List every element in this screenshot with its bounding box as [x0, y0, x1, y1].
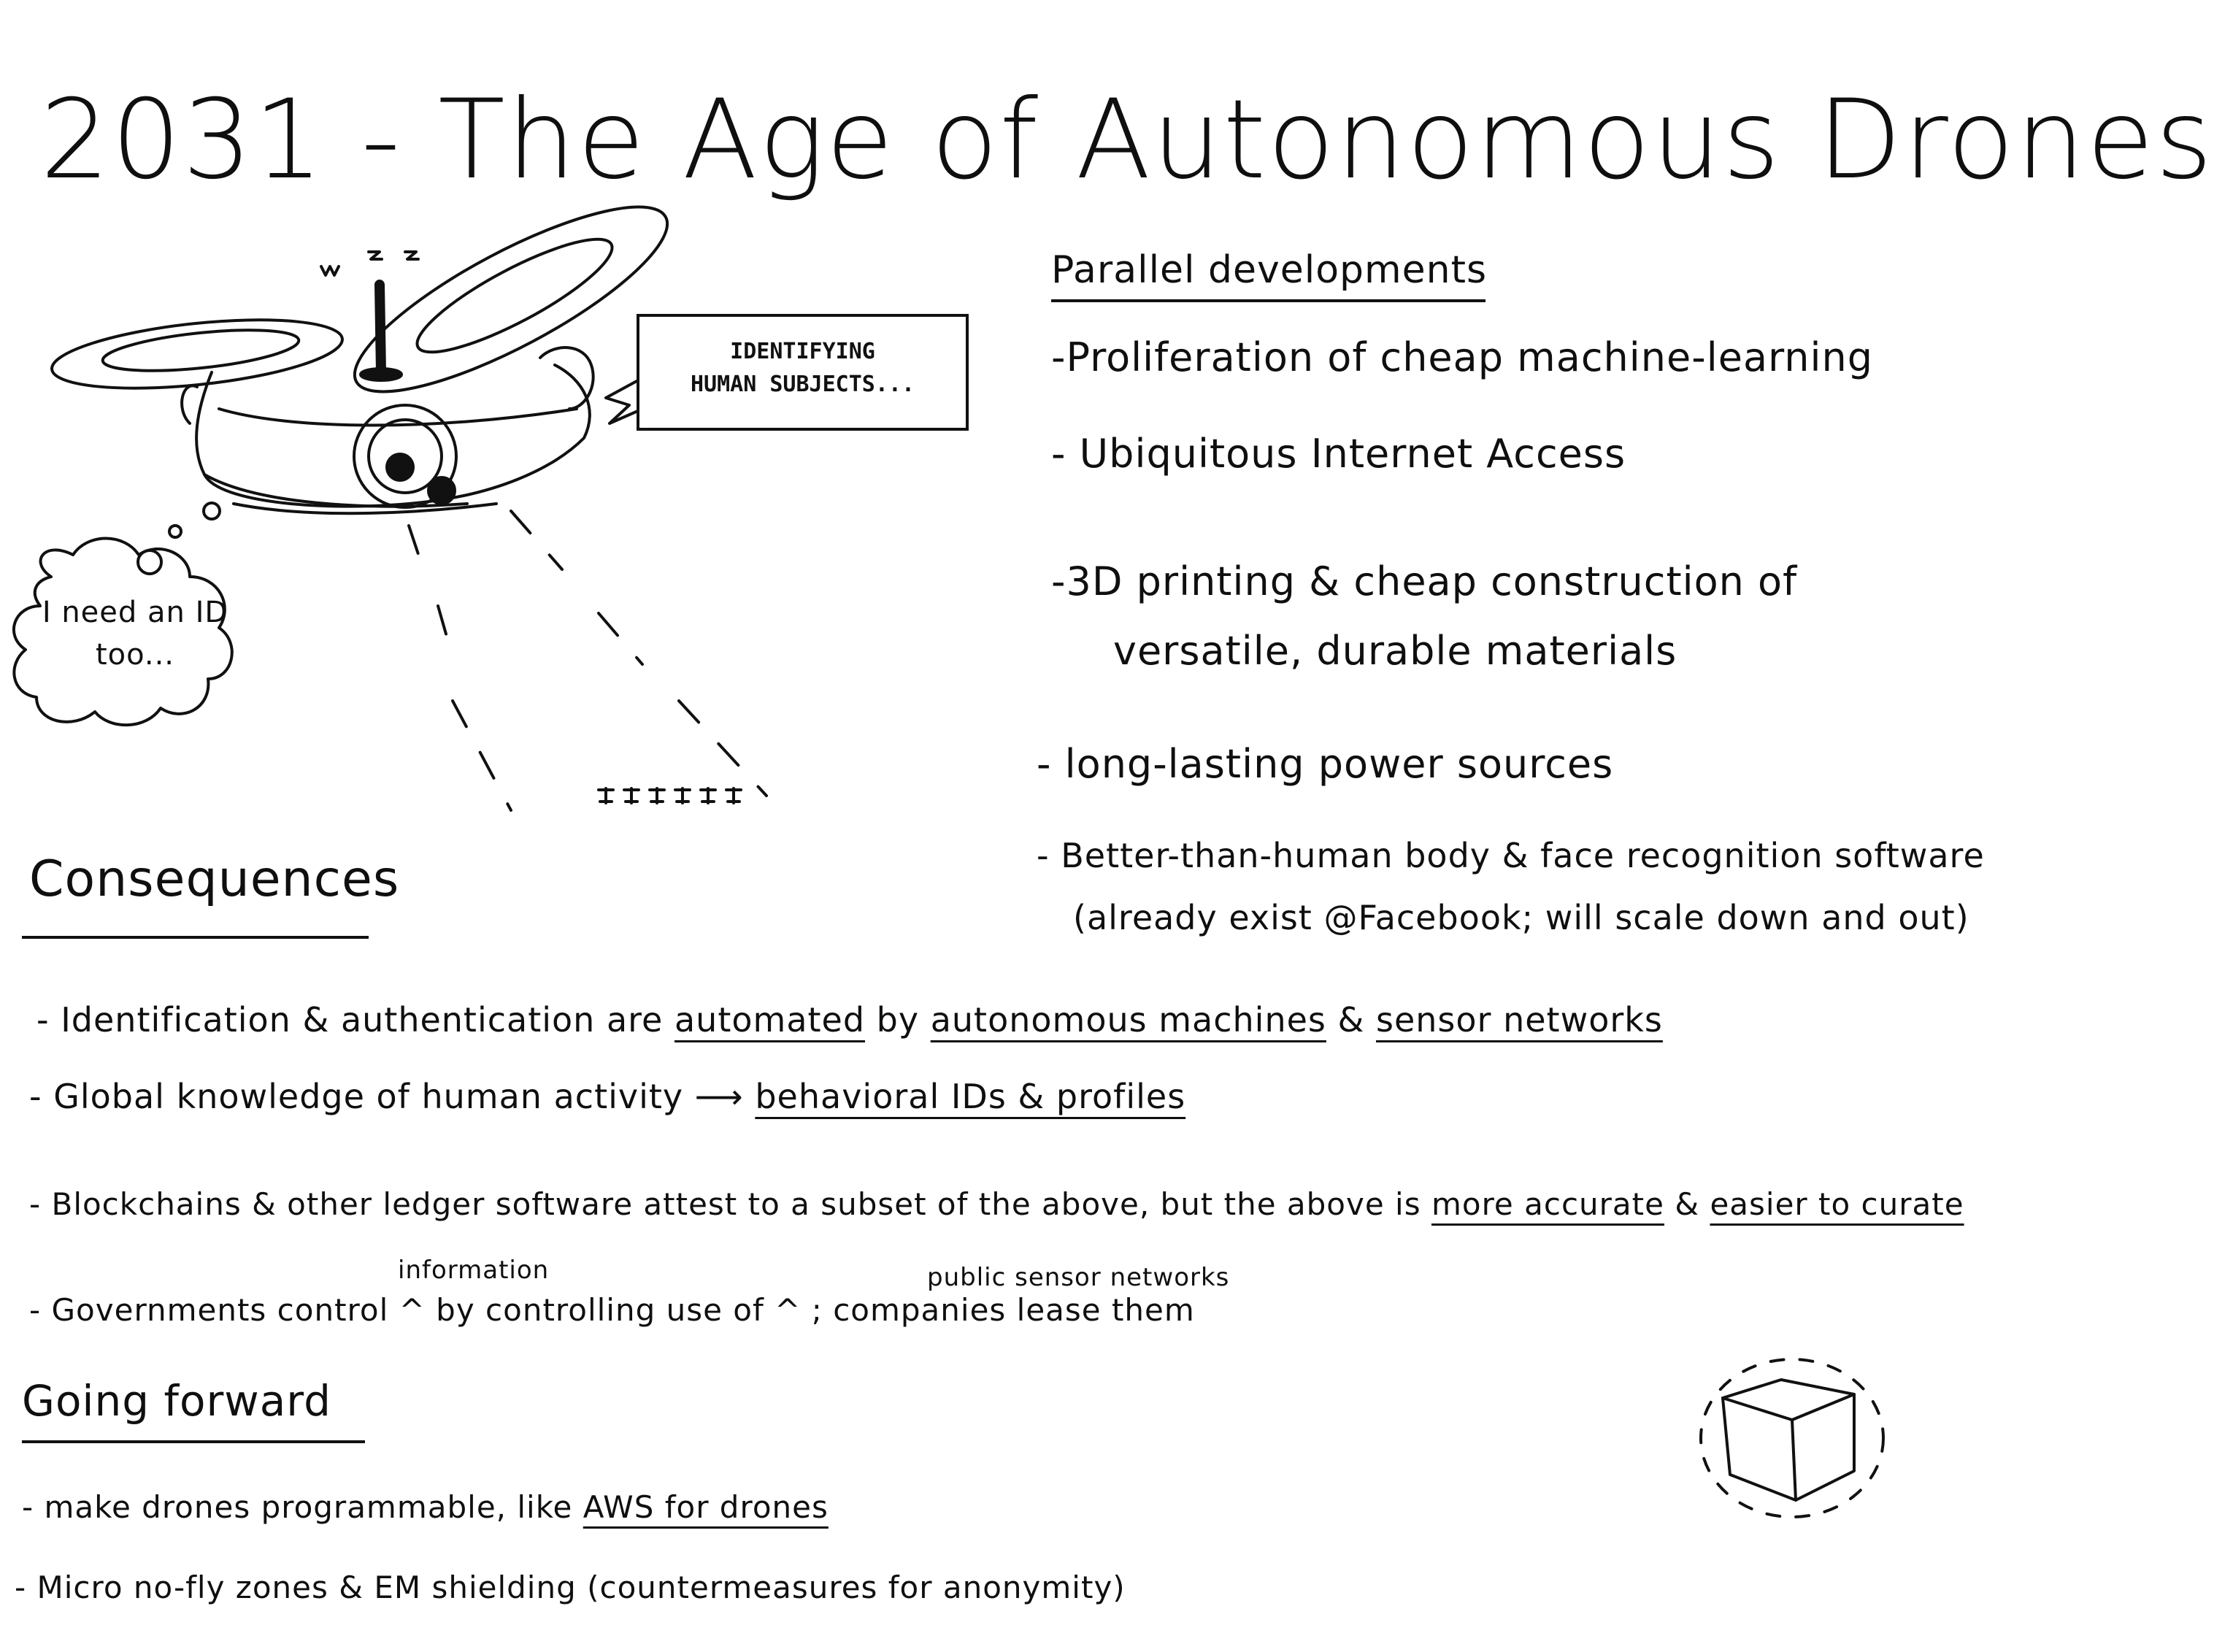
consequence-2-arrow: ⟶	[694, 1077, 744, 1116]
parallel-item-4: - long-lasting power sources	[1037, 741, 1614, 787]
consequence-4-caret-1: ^	[399, 1292, 426, 1328]
parallel-item-5-cont: (already exist @Facebook; will scale dow…	[1073, 898, 1969, 937]
going-forward-line-2: - Micro no-fly zones & EM shielding (cou…	[15, 1570, 1126, 1605]
consequence-3-more-accurate: more accurate	[1431, 1186, 1664, 1222]
consequence-line-4: - Governments control ^ by controlling u…	[29, 1292, 1195, 1328]
parallel-item-1: -Proliferation of cheap machine-learning	[1051, 334, 1874, 380]
consequence-1-text-a: - Identification & authentication are	[36, 1000, 664, 1040]
consequence-line-1: - Identification & authentication are au…	[36, 1000, 1663, 1040]
speech-pointer	[604, 378, 641, 425]
parallel-item-3: -3D printing & cheap construction of	[1051, 558, 1798, 604]
page-title: 2031 - The Age of Autonomous Drones	[40, 77, 2214, 204]
consequence-3-easier-to-curate: easier to curate	[1710, 1186, 1964, 1222]
parallel-developments-heading: Parallel developments	[1051, 248, 1488, 292]
consequence-1-automated: automated	[674, 1000, 866, 1040]
consequences-heading: Consequences	[29, 850, 400, 908]
consequence-1-sensor-networks: sensor networks	[1376, 1000, 1663, 1040]
consequence-4-text-c: ; companies lease them	[811, 1292, 1195, 1328]
thought-bubble-text: I need an ID too...	[42, 596, 228, 672]
consequence-4-caret-2: ^	[774, 1292, 802, 1328]
consequence-line-2: - Global knowledge of human activity ⟶ b…	[29, 1077, 1185, 1116]
consequence-4-text-b: by controlling use of	[436, 1292, 764, 1328]
consequence-1-autonomous-machines: autonomous machines	[930, 1000, 1326, 1040]
consequence-3-ampersand: &	[1675, 1186, 1700, 1222]
parallel-item-3-cont: versatile, durable materials	[1113, 628, 1677, 674]
consequence-4-caret-note-sensor-networks: public sensor networks	[927, 1263, 1230, 1292]
consequence-2-behavioral-ids: behavioral IDs & profiles	[755, 1077, 1186, 1116]
consequence-2-text-a: - Global knowledge of human activity	[29, 1077, 684, 1116]
going-forward-1-aws-for-drones: AWS for drones	[583, 1489, 829, 1525]
drone-speech-box: IDENTIFYING HUMAN SUBJECTS...	[637, 314, 969, 431]
consequence-4-text-a: - Governments control	[29, 1292, 389, 1328]
consequence-1-ampersand: &	[1337, 1000, 1365, 1040]
going-forward-line-1: - make drones programmable, like AWS for…	[22, 1489, 829, 1525]
going-forward-1-text-a: - make drones programmable, like	[22, 1489, 573, 1525]
consequence-4-caret-note-information: information	[398, 1256, 550, 1285]
going-forward-heading-underline	[22, 1440, 365, 1443]
consequences-heading-underline	[22, 936, 369, 939]
consequence-line-3: - Blockchains & other ledger software at…	[29, 1186, 1964, 1222]
drone-speech-line-1: IDENTIFYING	[730, 339, 875, 364]
parallel-item-2: - Ubiquitous Internet Access	[1051, 431, 1626, 477]
drone-sketch	[50, 205, 768, 812]
cube-sketch	[1699, 1358, 1885, 1518]
consequence-1-text-c: by	[876, 1000, 920, 1040]
drone-speech-line-2: HUMAN SUBJECTS...	[690, 372, 915, 397]
going-forward-heading: Going forward	[22, 1376, 331, 1426]
parallel-item-5: - Better-than-human body & face recognit…	[1037, 836, 1985, 875]
consequence-3-text-a: - Blockchains & other ledger software at…	[29, 1186, 1421, 1222]
parallel-heading-underline	[1051, 299, 1485, 302]
